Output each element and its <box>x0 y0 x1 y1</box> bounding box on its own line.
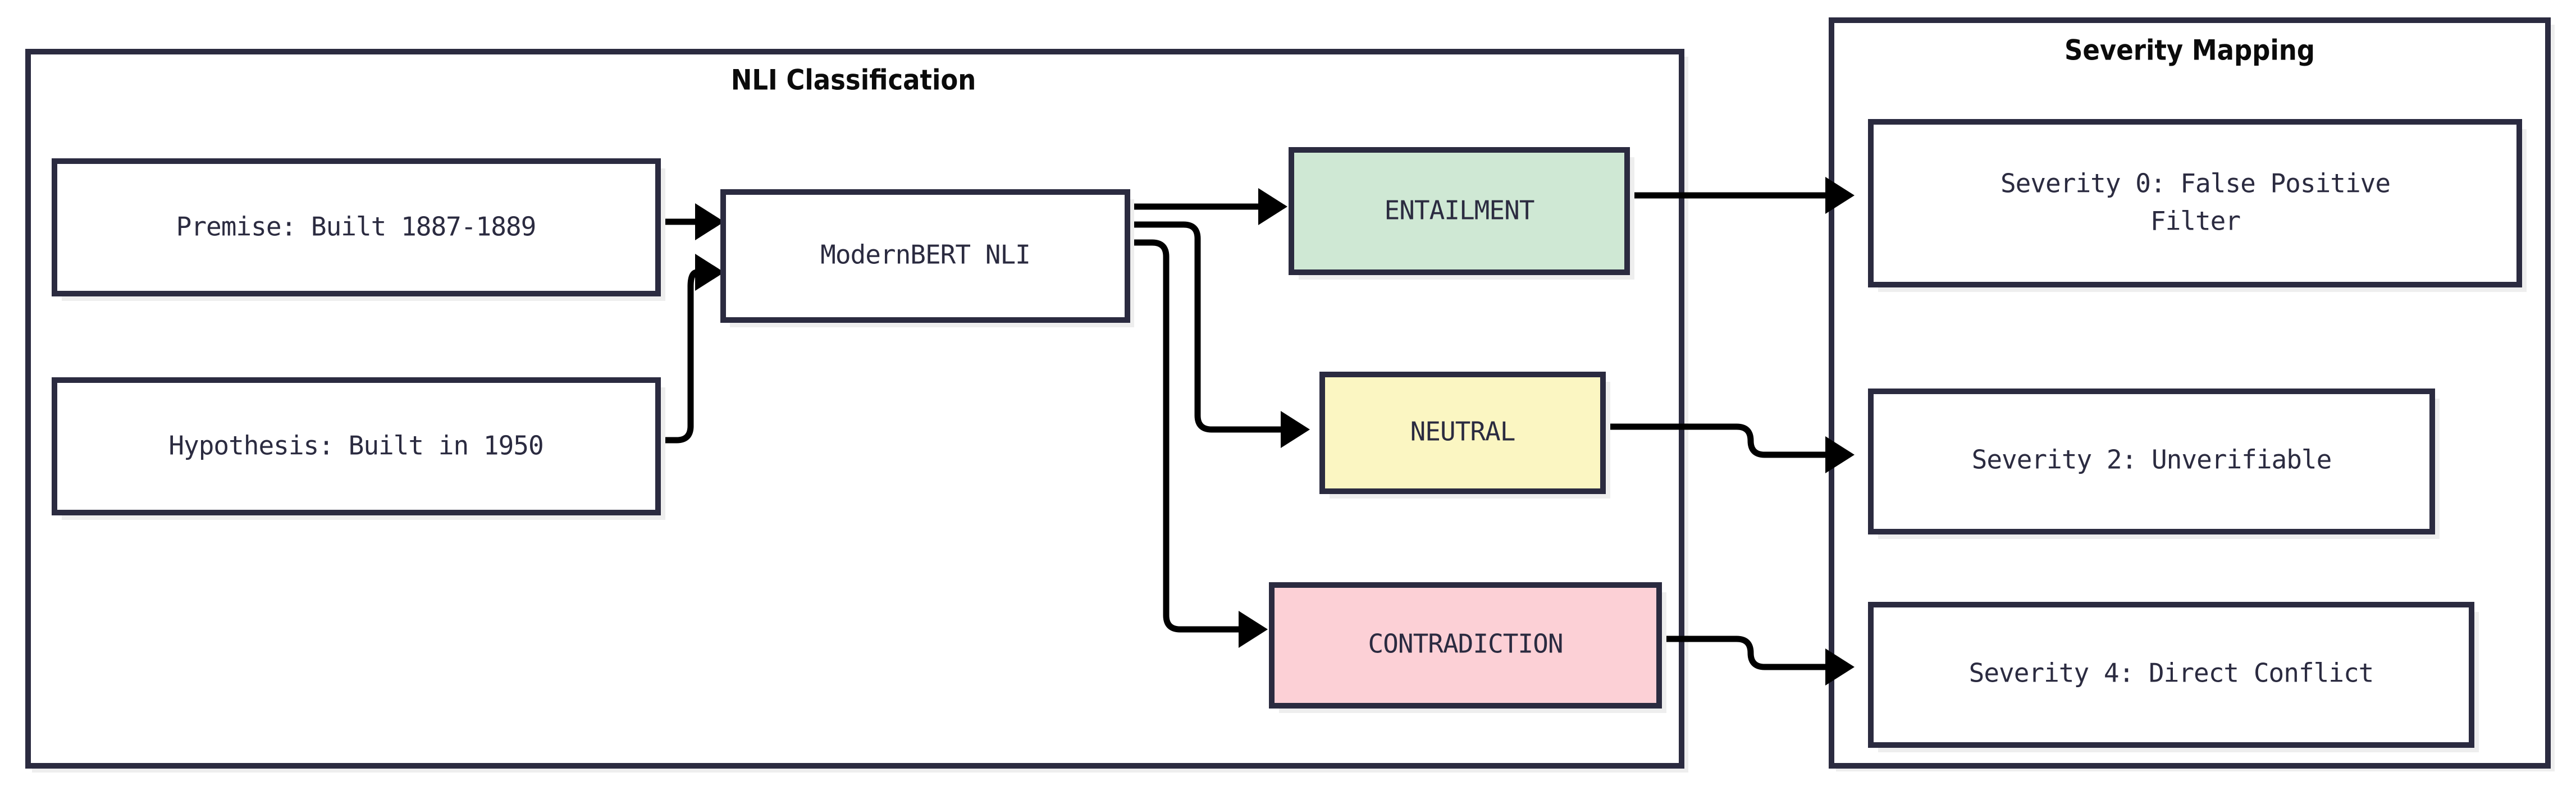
severity2-node-label: Severity 2: Unverifiable <box>1972 445 2332 475</box>
arrowhead-model-to-entailment <box>1258 188 1287 225</box>
premise-node[interactable] <box>52 158 661 296</box>
arrowhead-premise-to-model <box>695 203 724 240</box>
edge-contradiction-to-severity4 <box>1639 636 1828 670</box>
arrowhead-entailment-to-severity0 <box>1825 177 1855 214</box>
model-node-label: ModernBERT NLI <box>820 240 1030 270</box>
model-node[interactable] <box>720 189 1130 323</box>
edge-model-to-contradiction <box>1125 239 1241 633</box>
arrowhead-contradiction-to-severity4 <box>1825 648 1855 686</box>
edge-hypothesis-to-model <box>657 269 698 444</box>
arrowhead-model-to-contradiction <box>1239 611 1268 648</box>
neutral-node[interactable] <box>1319 372 1606 494</box>
severity0-node[interactable] <box>1868 119 2522 287</box>
hypothesis-node[interactable] <box>52 377 661 515</box>
edge-model-to-neutral <box>1125 221 1283 433</box>
edge-neutral-to-severity2 <box>1597 423 1828 458</box>
premise-node-label: Premise: Built 1887-1889 <box>176 212 536 242</box>
severity2-node[interactable] <box>1868 389 2435 534</box>
hypothesis-node-label: Hypothesis: Built in 1950 <box>168 431 543 461</box>
arrowhead-neutral-to-severity2 <box>1825 436 1855 473</box>
severity4-node[interactable] <box>1868 602 2474 748</box>
entailment-node[interactable] <box>1289 147 1630 275</box>
arrowhead-hypothesis-to-model <box>695 254 724 291</box>
severity-cluster-title: Severity Mapping <box>2065 34 2315 67</box>
contradiction-node-label: CONTRADICTION <box>1368 629 1563 659</box>
nli-cluster-title: NLI Classification <box>731 64 976 97</box>
neutral-node-label: NEUTRAL <box>1410 417 1515 447</box>
entailment-node-label: ENTAILMENT <box>1385 195 1534 226</box>
severity0-node-label-line1: Severity 0: False Positive <box>2000 168 2390 199</box>
severity4-node-label: Severity 4: Direct Conflict <box>1969 658 2374 688</box>
severity0-node-label-line2: Filter <box>2150 206 2240 236</box>
contradiction-node[interactable] <box>1269 582 1662 709</box>
arrowhead-model-to-neutral <box>1281 411 1310 448</box>
